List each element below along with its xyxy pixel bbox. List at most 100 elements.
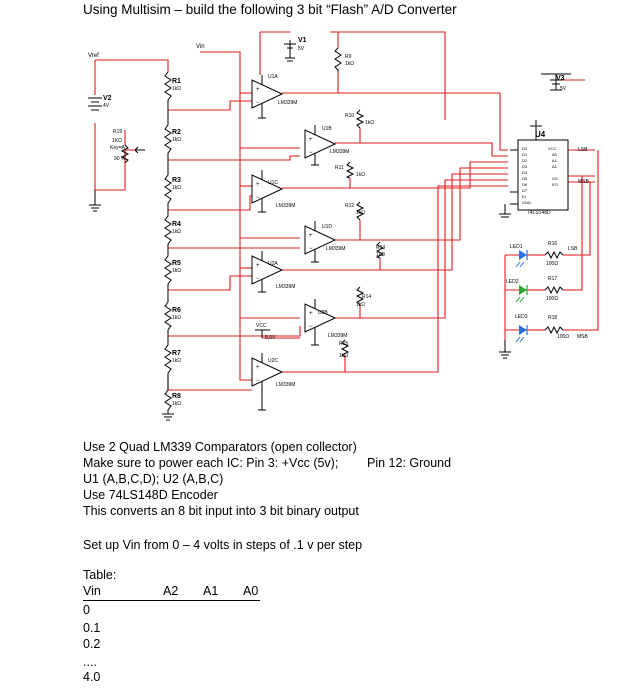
- note-line: Use 74LS148D Encoder: [83, 488, 218, 502]
- svg-text:+: +: [309, 137, 313, 143]
- comparators: + − U1A LM339M + − U1B LM339M + − U1C LM…: [251, 74, 349, 411]
- svg-text:D0: D0: [522, 146, 528, 151]
- comparator-part: LM339M: [328, 333, 347, 339]
- note-line: Make sure to power each IC: Pin 3: +Vcc …: [83, 456, 339, 470]
- r18-label: R18: [548, 315, 557, 321]
- r18-value: 100Ω: [557, 334, 569, 340]
- led2-label: LED2: [506, 279, 519, 285]
- v2-source: V2 4V: [88, 95, 112, 111]
- note-line: Set up Vin from 0 – 4 volts in steps of …: [83, 538, 363, 552]
- comparator-label: U2C: [268, 358, 278, 364]
- led3-label: LED3: [515, 314, 528, 320]
- table-header-cell: A2: [163, 584, 179, 598]
- comparator-label: U2A: [268, 261, 278, 267]
- pullup-resistors: R10 1kΩ R11 1kΩ R12 1kΩ R13 1kΩ R14 1kΩ …: [335, 109, 385, 359]
- pullup-value: 1kΩ: [339, 353, 348, 359]
- v3-value: 5V: [560, 86, 567, 92]
- msb-output-label: MSB: [578, 179, 590, 185]
- ladder-value: 1kΩ: [172, 268, 181, 274]
- r9-resistor: R9 1kΩ: [334, 47, 354, 72]
- pullup-value: 1kΩ: [356, 210, 365, 216]
- svg-text:−: −: [309, 246, 313, 252]
- ground-symbol: [89, 190, 101, 212]
- u4-label: U4: [535, 130, 546, 139]
- table-header-cell: A1: [203, 584, 219, 598]
- comparator-part: LM339M: [276, 284, 295, 290]
- ladder-value: 1kΩ: [172, 185, 181, 191]
- flash-adc-schematic: Vref Vin V1 5V R9 1kΩ V2 4V R19: [88, 31, 599, 421]
- r19-percent: 90 %: [114, 156, 126, 162]
- svg-text:+: +: [256, 365, 260, 371]
- table-header: Vin A2 A1 A0: [83, 584, 260, 601]
- r19-key: Key=A: [110, 145, 126, 151]
- comparator-label: U1C: [268, 180, 278, 186]
- r17-value: 100Ω: [546, 296, 558, 302]
- r9-value: 1kΩ: [345, 61, 354, 67]
- vcc-value: 5.0V: [265, 335, 276, 341]
- ladder-name: R2: [172, 129, 181, 136]
- table-row: 0.1: [83, 621, 101, 635]
- svg-text:GS: GS: [552, 176, 558, 181]
- ladder-name: R1: [172, 78, 181, 85]
- svg-text:+: +: [256, 263, 260, 269]
- r19-label: R19: [113, 129, 122, 135]
- table-header-cell: A0: [243, 584, 259, 598]
- note-line: This converts an 8 bit input into 3 bit …: [83, 504, 359, 518]
- svg-text:−: −: [256, 100, 260, 106]
- page-title: Using Multisim – build the following 3 b…: [83, 2, 457, 17]
- v1-label: V1: [298, 37, 307, 44]
- svg-text:−: −: [256, 195, 260, 201]
- lsb-output-label: LSB: [578, 147, 588, 153]
- svg-text:+: +: [309, 233, 313, 239]
- vcc-source: VCC 5.0V: [255, 323, 300, 341]
- svg-text:D3: D3: [522, 164, 528, 169]
- u4-encoder: U4 74LS148D D0 D1 D2 D3 D4 D5 D6 D7 EI G…: [499, 120, 590, 218]
- pullup-name: R13: [376, 245, 385, 251]
- svg-text:D5: D5: [522, 176, 528, 181]
- pullup-name: R11: [335, 165, 344, 171]
- svg-text:EI: EI: [522, 194, 526, 199]
- v3-source: V3 5V: [541, 73, 571, 92]
- comparator-label: U1B: [322, 126, 332, 132]
- ladder-value: 1kΩ: [172, 86, 181, 92]
- r19-value: 1KΩ: [112, 138, 122, 144]
- results-table: Table: Vin A2 A1 A0 0 0.1 0.2 .... 4.0: [83, 568, 260, 684]
- svg-text:+: +: [256, 182, 260, 188]
- ladder-name: R6: [172, 307, 181, 314]
- svg-text:+: +: [256, 87, 260, 93]
- table-header-cell: Vin: [83, 584, 101, 598]
- svg-text:−: −: [309, 324, 313, 330]
- svg-text:D4: D4: [522, 170, 528, 175]
- r9-label: R9: [345, 54, 352, 60]
- ladder-value: 1kΩ: [172, 137, 181, 143]
- svg-text:−: −: [309, 150, 313, 156]
- note-line: U1 (A,B,C,D); U2 (A,B,C): [83, 472, 224, 486]
- vcc-label: VCC: [256, 323, 267, 329]
- resistor-ladder: R1 1kΩ R2 1kΩ R3 1kΩ R4 1kΩ R5 1kΩ R6 1k…: [162, 71, 181, 421]
- ladder-name: R5: [172, 260, 181, 267]
- ladder-name: R7: [172, 350, 181, 357]
- comparator-part: LM339M: [276, 203, 295, 209]
- vref-label: Vref: [88, 53, 99, 59]
- ladder-name: R3: [172, 177, 181, 184]
- led1-diode: [519, 250, 527, 260]
- comparator-label: U2B: [318, 310, 328, 316]
- table-row: 0: [83, 603, 90, 617]
- pullup-name: R10: [345, 113, 354, 119]
- svg-text:D2: D2: [522, 158, 528, 163]
- pullup-value: 1kΩ: [356, 172, 365, 178]
- r17-label: R17: [548, 276, 557, 282]
- comparator-part: LM339M: [276, 382, 295, 388]
- svg-text:VCC: VCC: [548, 146, 557, 151]
- svg-text:D6: D6: [522, 182, 528, 187]
- led2-diode: [519, 285, 527, 295]
- led-indicators: LED1 LED2 LED3 R16 100Ω LSB R17 100Ω R18…: [499, 241, 589, 359]
- svg-text:A1: A1: [552, 158, 558, 163]
- svg-text:GND: GND: [522, 200, 531, 205]
- ladder-value: 1kΩ: [172, 229, 181, 235]
- comparator-label: U1D: [322, 224, 332, 230]
- ladder-value: 1kΩ: [172, 401, 181, 407]
- comparator-part: LM339M: [278, 100, 297, 106]
- svg-text:D7: D7: [522, 188, 528, 193]
- r19-potentiometer: R19 1KΩ Key=A 90 %: [110, 129, 145, 164]
